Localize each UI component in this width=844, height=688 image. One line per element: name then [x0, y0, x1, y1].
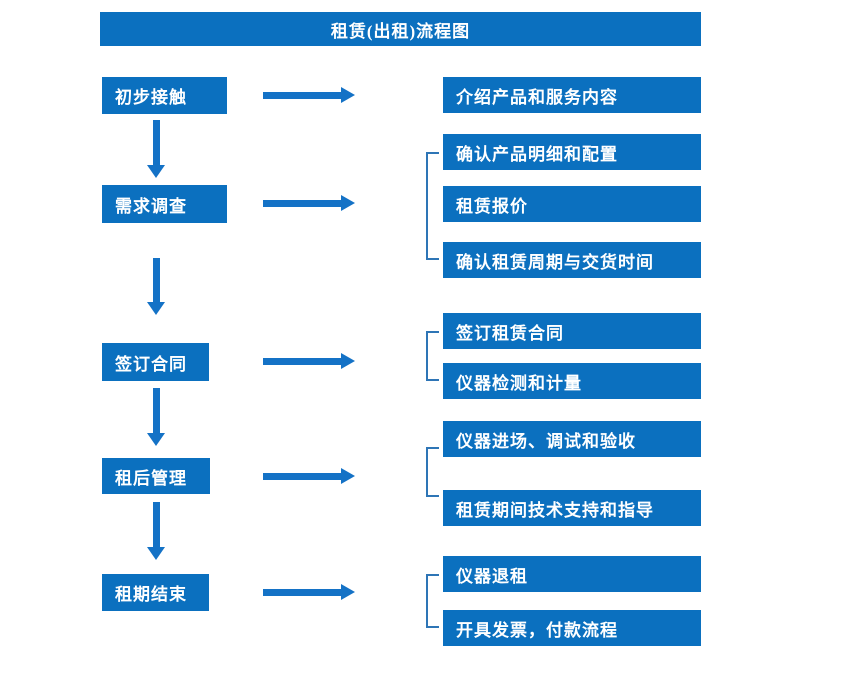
arrow-head	[341, 87, 355, 103]
arrow-shaft	[152, 502, 160, 548]
arrow-shaft	[152, 388, 160, 434]
arrow-shaft	[152, 258, 160, 303]
right-arrow-icon	[263, 468, 355, 485]
arrow-head	[341, 584, 355, 600]
right-arrow-icon	[263, 195, 355, 212]
detail-box-confirm-product-details: 确认产品明细和配置	[443, 134, 701, 170]
detail-box-invoice-payment-process: 开具发票，付款流程	[443, 610, 701, 646]
down-arrow-icon	[147, 258, 165, 315]
down-arrow-icon	[147, 502, 165, 560]
detail-box-instrument-inspection-measurement: 仪器检测和计量	[443, 363, 701, 399]
arrow-head	[147, 165, 165, 178]
detail-box-confirm-rental-period-delivery: 确认租赁周期与交货时间	[443, 242, 701, 278]
down-arrow-icon	[147, 388, 165, 446]
arrow-shaft	[152, 120, 160, 166]
flowchart-title: 租赁(出租)流程图	[100, 12, 701, 46]
arrow-shaft	[263, 92, 342, 99]
right-arrow-icon	[263, 353, 355, 370]
right-arrow-icon	[263, 87, 355, 104]
arrow-head	[147, 547, 165, 560]
stage-box-needs-survey: 需求调查	[102, 185, 227, 223]
right-arrow-icon	[263, 584, 355, 601]
group-bracket	[426, 152, 439, 260]
detail-box-technical-support-during-rental: 租赁期间技术支持和指导	[443, 490, 701, 526]
arrow-head	[341, 353, 355, 369]
stage-box-sign-contract: 签订合同	[102, 343, 209, 381]
arrow-shaft	[263, 358, 342, 365]
detail-box-sign-rental-contract: 签订租赁合同	[443, 313, 701, 349]
down-arrow-icon	[147, 120, 165, 178]
arrow-head	[341, 468, 355, 484]
arrow-head	[147, 302, 165, 315]
detail-box-rental-quotation: 租赁报价	[443, 186, 701, 222]
stage-box-initial-contact: 初步接触	[102, 77, 227, 114]
arrow-shaft	[263, 589, 342, 596]
stage-box-rental-end: 租期结束	[102, 574, 209, 611]
group-bracket	[426, 574, 439, 628]
group-bracket	[426, 331, 439, 381]
detail-box-introduce-products-services: 介绍产品和服务内容	[443, 77, 701, 113]
group-bracket	[426, 447, 439, 497]
arrow-shaft	[263, 473, 342, 480]
stage-box-post-rental-management: 租后管理	[102, 458, 210, 494]
arrow-shaft	[263, 200, 342, 207]
arrow-head	[341, 195, 355, 211]
detail-box-instrument-entry-commissioning-acceptance: 仪器进场、调试和验收	[443, 421, 701, 457]
arrow-head	[147, 433, 165, 446]
detail-box-instrument-return: 仪器退租	[443, 556, 701, 592]
